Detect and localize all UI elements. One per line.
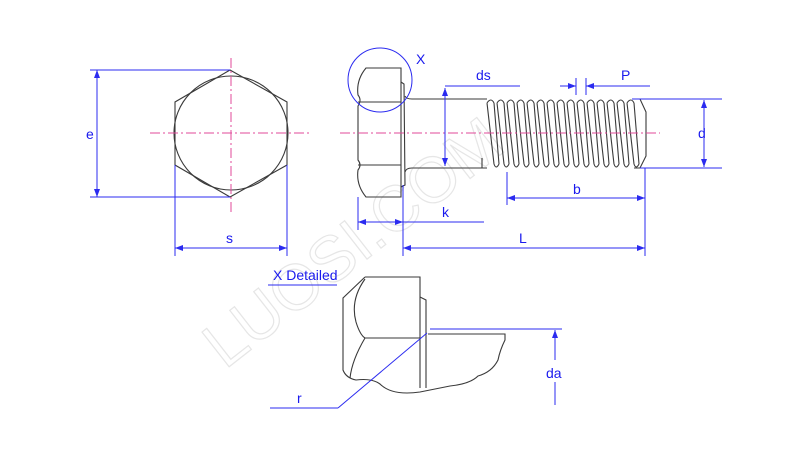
dimension-l: L (403, 230, 645, 251)
dimension-d: d (632, 98, 722, 169)
dimension-k: k (357, 185, 484, 256)
thread-crest (546, 99, 560, 168)
label-ds: ds (476, 67, 491, 83)
label-l: L (519, 230, 527, 246)
dimension-e: e (86, 69, 230, 198)
label-r: r (297, 390, 302, 406)
dimension-da: da (430, 328, 562, 405)
dimension-ds: ds (442, 67, 520, 166)
label-d: d (698, 125, 706, 141)
dimension-p: P (560, 67, 650, 95)
label-k: k (442, 204, 450, 220)
label-e: e (86, 126, 94, 142)
detail-title: X Detailed (273, 267, 338, 283)
label-da: da (546, 365, 562, 381)
hex-front-view (150, 58, 312, 212)
dimension-r: r (270, 332, 428, 409)
detail-marker-x: X (347, 47, 426, 113)
thread-crest (496, 99, 510, 168)
dimension-s: s (174, 165, 288, 256)
dimension-b: b (506, 168, 646, 256)
detail-view: X Detailed (268, 267, 506, 394)
bolt-side-view (340, 67, 660, 198)
label-b: b (573, 181, 581, 197)
thread-crest (586, 99, 600, 168)
thread-crest (526, 99, 540, 168)
watermark: LUOSI.COM (189, 103, 516, 381)
label-x: X (416, 51, 426, 67)
thread-crest (616, 99, 630, 168)
label-s: s (226, 230, 233, 246)
label-p: P (621, 67, 630, 83)
